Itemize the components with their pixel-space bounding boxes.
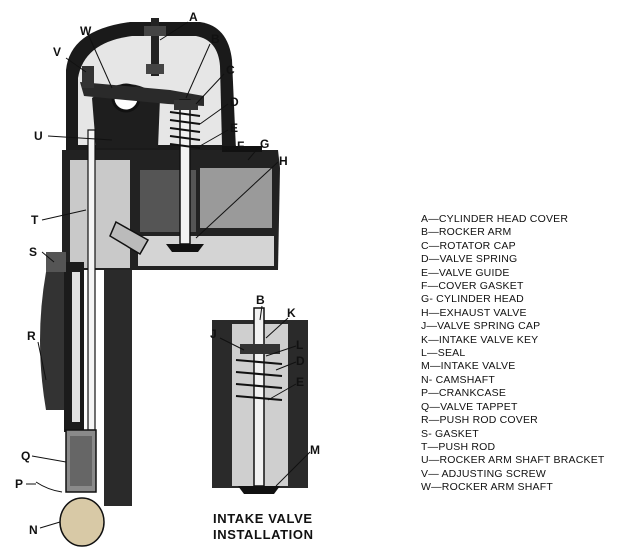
legend-item: D—VALVE SPRING [421, 253, 518, 266]
gasket [46, 252, 66, 272]
callout-inset-b: B [256, 293, 265, 307]
callout-v: V [53, 45, 61, 59]
callout-j: J [210, 327, 217, 341]
legend-item: Q—VALVE TAPPET [421, 400, 518, 413]
callout-labels: A B C D E F G H W V U T S R Q P N B K J … [15, 10, 320, 537]
legend-item: H—EXHAUST VALVE [421, 306, 527, 319]
inset-caption: INTAKE VALVE INSTALLATION [213, 511, 314, 543]
legend-item: B—ROCKER ARM [421, 226, 512, 239]
callout-w: W [80, 24, 92, 38]
callout-h: H [279, 154, 288, 168]
legend-item: W—ROCKER ARM SHAFT [421, 481, 553, 494]
callout-g: G [260, 137, 269, 151]
intake-valve-spring [235, 359, 283, 401]
callout-s: S [29, 245, 37, 259]
rotator-cap [174, 100, 198, 110]
callout-l: L [296, 338, 303, 352]
crankcase [104, 270, 132, 506]
legend-item: E—VALVE GUIDE [421, 266, 510, 279]
exhaust-valve-head [166, 244, 204, 252]
callout-r: R [27, 329, 36, 343]
legend-item: F—COVER GASKET [421, 280, 524, 293]
push-rod-cover [40, 272, 66, 410]
caption-line-2: INSTALLATION [213, 527, 314, 542]
caption-line-1: INTAKE VALVE [213, 511, 313, 526]
legend-item: P—CRANKCASE [421, 387, 507, 400]
cover-stud [151, 18, 159, 76]
intake-valve-inset [212, 307, 308, 494]
callout-a: A [189, 10, 198, 24]
legend-item: V— ADJUSTING SCREW [421, 467, 546, 480]
legend-item: R—PUSH ROD COVER [421, 414, 538, 427]
callout-d: D [230, 95, 239, 109]
legend-item: A—CYLINDER HEAD COVER [421, 213, 569, 225]
camshaft [59, 497, 105, 547]
callout-p: P [15, 477, 23, 491]
spark-plug [109, 220, 150, 256]
intake-valve-head [238, 486, 280, 494]
push-rod [87, 129, 96, 431]
callout-k: K [287, 306, 296, 320]
legend-item: L—SEAL [421, 347, 466, 360]
valve-spring-cap [240, 344, 280, 354]
callout-q: Q [21, 449, 30, 463]
legend-item: N- CAMSHAFT [421, 373, 495, 386]
legend-item: S- GASKET [421, 427, 479, 440]
callout-inset-d: D [296, 354, 305, 368]
legend-item: M—INTAKE VALVE [421, 360, 516, 373]
callout-f: F [237, 139, 244, 153]
parts-legend: A—CYLINDER HEAD COVER B—ROCKER ARM C—ROT… [421, 213, 605, 495]
cover-gasket [222, 146, 262, 152]
legend-item: K—INTAKE VALVE KEY [421, 333, 539, 346]
callout-t: T [31, 213, 39, 227]
legend-item: U—ROCKER ARM SHAFT BRACKET [421, 454, 605, 467]
callout-n: N [29, 523, 38, 537]
adjusting-screw [82, 66, 94, 88]
callout-m: M [310, 443, 320, 457]
callout-inset-e: E [296, 375, 304, 389]
callout-b: B [211, 32, 220, 46]
leader-lines [26, 21, 311, 529]
legend-item: J—VALVE SPRING CAP [421, 320, 541, 333]
callout-e: E [230, 121, 238, 135]
valve-spring [169, 111, 201, 149]
legend-item: C—ROTATOR CAP [421, 239, 516, 252]
legend-item: G- CYLINDER HEAD [421, 293, 524, 306]
callout-c: C [226, 63, 235, 77]
callout-u: U [34, 129, 43, 143]
rocker-arm [80, 82, 204, 106]
main-assembly-illustration [35, 18, 280, 547]
legend-item: T—PUSH ROD [421, 440, 496, 453]
